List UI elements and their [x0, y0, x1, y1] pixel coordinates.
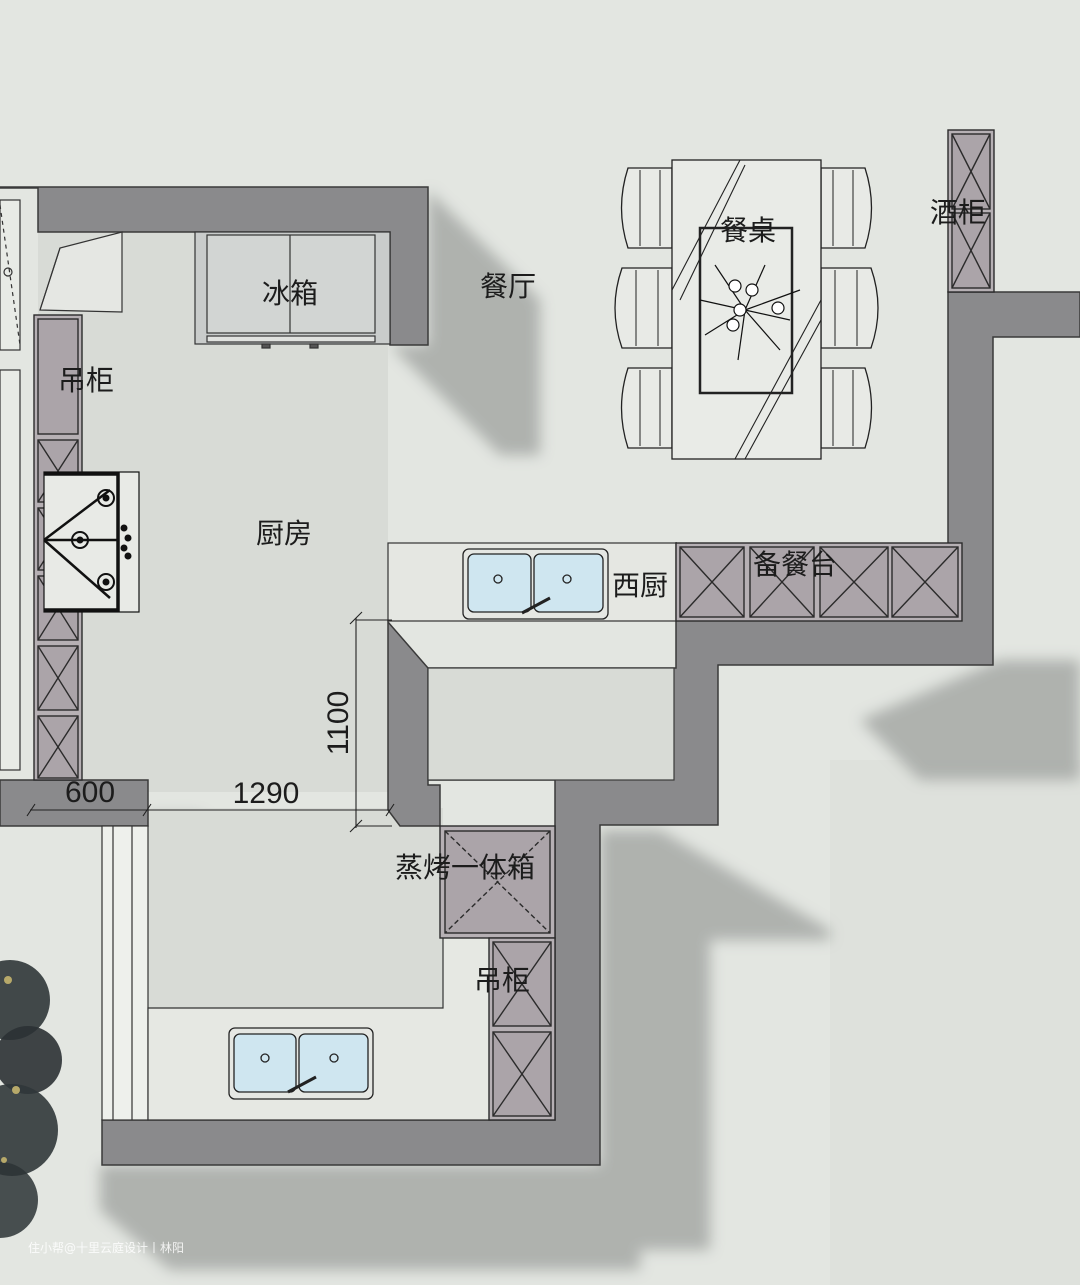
serving-counter-cabinets — [675, 542, 963, 622]
tree-decoration — [0, 960, 62, 1238]
dining-table-label: 餐桌 — [720, 214, 776, 247]
kitchen-label: 厨房 — [256, 517, 312, 550]
cooktop — [43, 471, 140, 613]
sink-lower — [228, 1027, 374, 1100]
sink-upper — [462, 548, 609, 620]
range-hood — [39, 231, 123, 313]
dining-room-label: 餐厅 — [480, 270, 536, 303]
opening — [427, 667, 675, 781]
left-room — [0, 199, 21, 771]
dimension-600: 600 — [65, 776, 115, 809]
light-area — [830, 760, 1080, 1285]
western-kitchen-label: 西厨 — [612, 569, 668, 602]
watermark: 住小帮@十里云庭设计丨林阳 — [28, 1240, 184, 1255]
wine-cabinet — [947, 129, 995, 293]
wall-cabinet-right-label: 吊柜 — [474, 964, 530, 997]
dimension-lines — [26, 611, 395, 833]
steam-oven-cabinet — [439, 825, 556, 939]
wall-cabinet-left-label: 吊柜 — [58, 364, 114, 397]
serving-counter-label: 备餐台 — [753, 548, 837, 581]
fridge-label: 冰箱 — [262, 277, 318, 310]
steam-oven-label: 蒸烤一体箱 — [395, 851, 535, 884]
window-strip — [101, 825, 149, 1121]
wall-cabinet-right-column — [488, 937, 556, 1121]
dining-table — [614, 159, 879, 460]
wine-cabinet-label: 酒柜 — [930, 196, 986, 229]
fridge — [194, 231, 391, 349]
dimension-1290: 1290 — [233, 777, 300, 810]
dimension-1100: 1100 — [322, 691, 355, 756]
